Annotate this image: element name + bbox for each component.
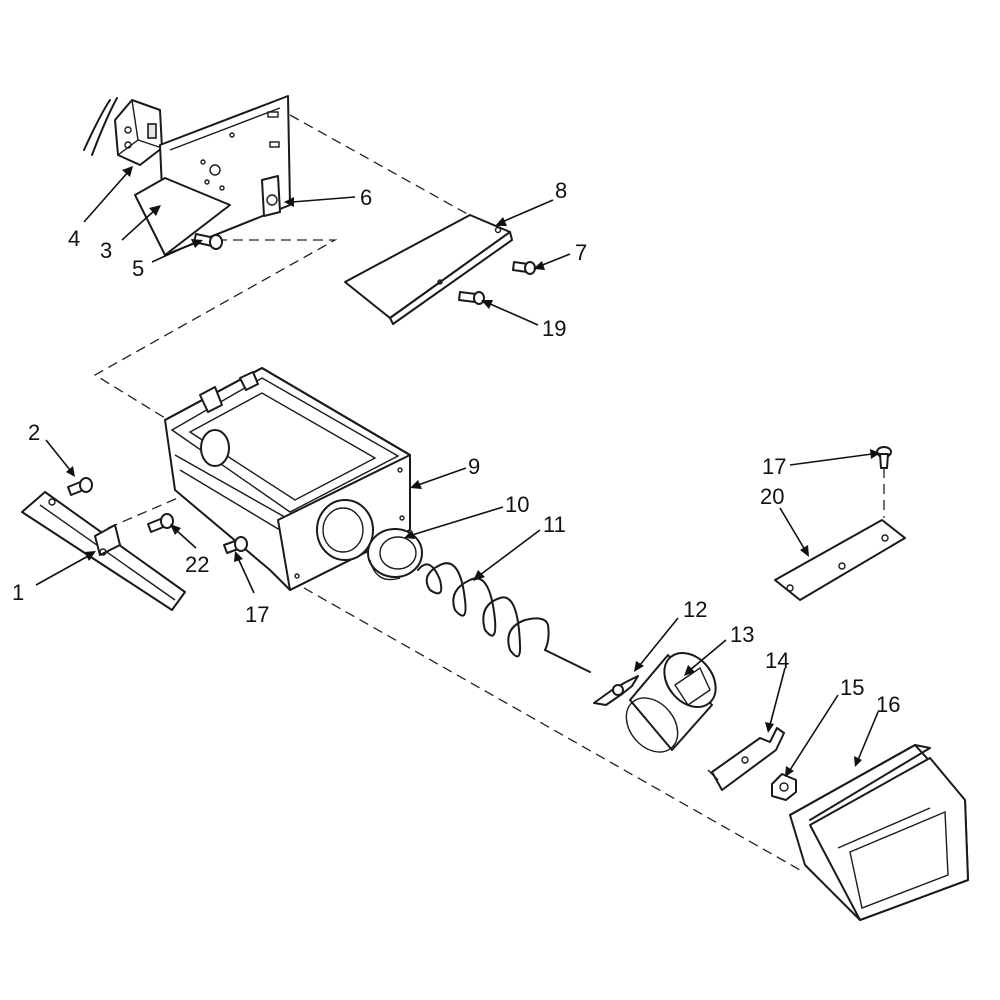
callout-label: 15	[840, 675, 864, 700]
callout-label: 19	[542, 316, 566, 341]
callout-16: 16	[854, 692, 900, 767]
bracket-part-14	[707, 727, 785, 791]
callout-19: 19	[481, 300, 566, 341]
callout-2: 2	[28, 420, 75, 477]
callouts: 1 2 3 4 5 6 7	[12, 166, 900, 777]
impeller-part	[593, 675, 639, 706]
callout-label: 7	[575, 240, 587, 265]
callout-label: 5	[132, 256, 144, 281]
callout-11: 11	[473, 512, 566, 581]
callout-label: 6	[360, 185, 372, 210]
callout-7: 7	[533, 240, 587, 270]
callout-5: 5	[132, 239, 203, 281]
screw-part-2	[67, 477, 93, 496]
callout-12: 12	[634, 597, 707, 672]
crusher-sleeve-part	[625, 652, 717, 753]
ice-bin-housing-part	[164, 367, 411, 591]
callout-4: 4	[68, 166, 133, 251]
callout-label: 17	[245, 602, 269, 627]
callout-3: 3	[100, 205, 161, 263]
callout-22: 22	[170, 524, 209, 577]
screw-part-5	[193, 233, 223, 250]
callout-label: 16	[876, 692, 900, 717]
callout-10: 10	[404, 492, 529, 539]
callout-label: 22	[185, 552, 209, 577]
nut-part	[771, 773, 797, 801]
callout-label: 10	[505, 492, 529, 517]
auger-spring-part	[417, 562, 591, 673]
callout-1: 1	[12, 551, 96, 605]
bearing-part	[367, 528, 423, 581]
mounting-bracket-part	[134, 95, 291, 256]
callout-label: 11	[543, 512, 566, 537]
callout-label: 1	[12, 580, 24, 605]
callout-label: 9	[468, 454, 480, 479]
bar-part	[21, 491, 186, 611]
callout-17-upper: 17	[762, 449, 880, 479]
motor-part	[83, 97, 163, 166]
callout-13: 13	[684, 622, 754, 676]
callout-label: 12	[683, 597, 707, 622]
callout-8: 8	[495, 178, 567, 226]
screw-part-22	[147, 513, 174, 533]
callout-20: 20	[760, 484, 809, 557]
screw-part-19	[458, 291, 485, 305]
callout-label: 14	[765, 648, 789, 673]
screw-part-17-lower	[223, 536, 248, 554]
callout-label: 8	[555, 178, 567, 203]
callout-17-lower: 17	[234, 551, 269, 627]
callout-label: 4	[68, 226, 80, 251]
plate-part-20	[774, 519, 906, 601]
callout-15: 15	[785, 675, 864, 777]
callout-9: 9	[410, 454, 480, 489]
callout-label: 2	[28, 420, 40, 445]
screw-part-7	[512, 261, 536, 275]
callout-label: 3	[100, 238, 112, 263]
callout-label: 20	[760, 484, 784, 509]
screw-part-17-upper	[876, 446, 892, 469]
front-housing-part	[789, 744, 969, 921]
clip-part	[261, 175, 281, 217]
callout-label: 17	[762, 454, 786, 479]
callout-6: 6	[284, 185, 372, 210]
callout-14: 14	[765, 648, 789, 733]
callout-label: 13	[730, 622, 754, 647]
cover-plate-part	[344, 214, 513, 325]
